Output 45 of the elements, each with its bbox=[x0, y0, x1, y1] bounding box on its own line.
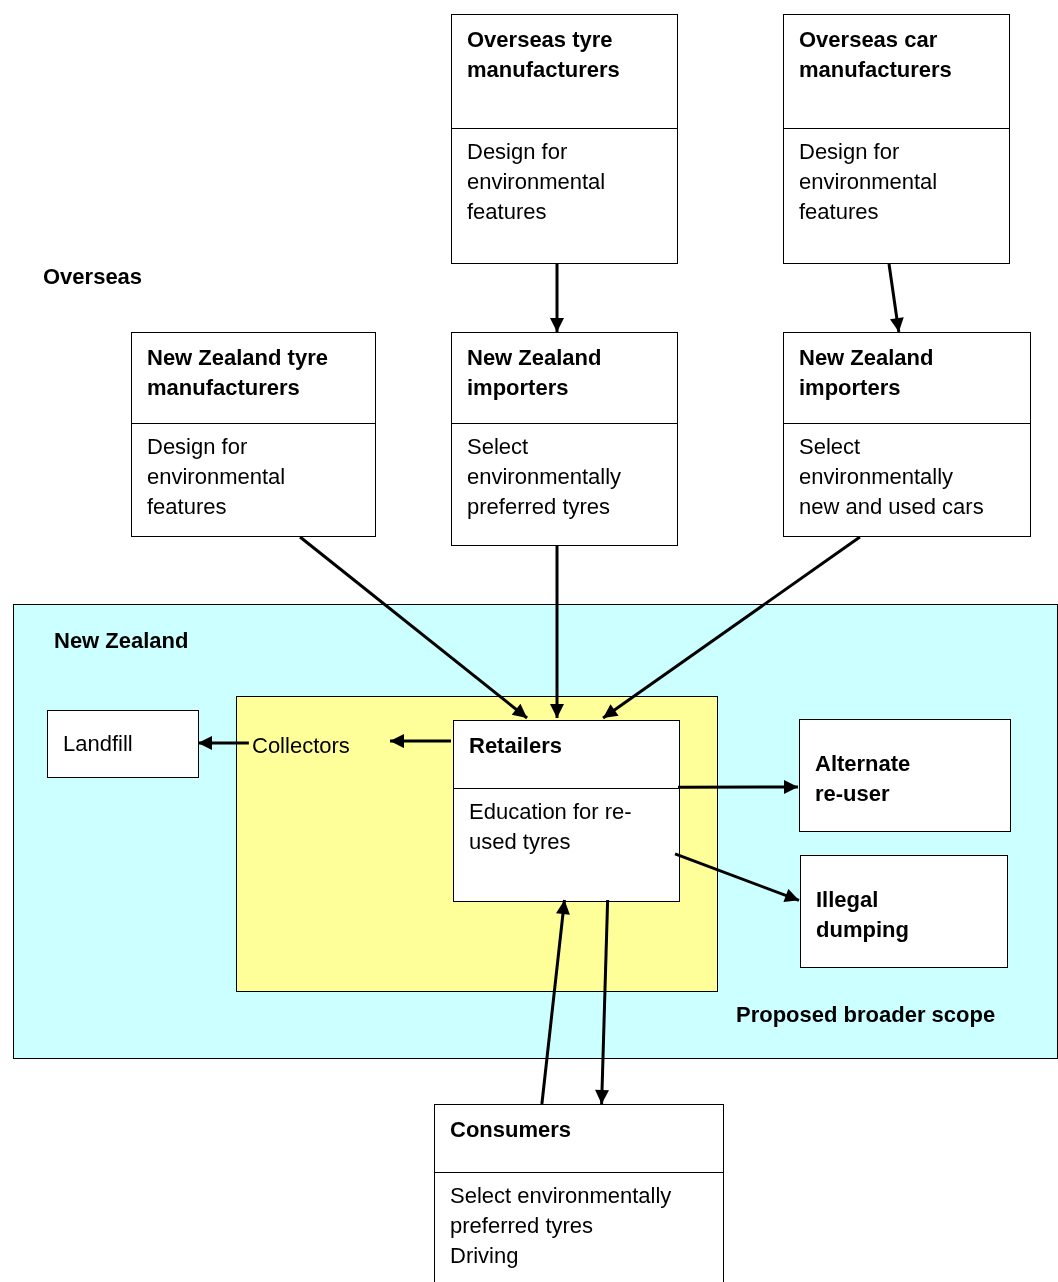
outcome-box bbox=[799, 719, 1011, 832]
region-label: Proposed broader scope bbox=[736, 1001, 996, 1029]
box-description: Select environmentally new and used cars bbox=[798, 433, 985, 521]
outcome-box bbox=[800, 855, 1008, 968]
box-description: Design for environmental features bbox=[798, 138, 939, 226]
box-heading: Overseas tyre manufacturers bbox=[452, 15, 677, 129]
arrow bbox=[595, 899, 610, 1105]
box-text: Landfill bbox=[62, 730, 134, 758]
box-heading: New Zealand importers bbox=[452, 333, 677, 424]
box-text: Alternate re-user bbox=[814, 750, 912, 808]
arrow bbox=[674, 852, 800, 902]
arrow bbox=[678, 779, 798, 794]
box-description: Education for re-used tyres bbox=[468, 798, 633, 856]
box-description: Design for environmental features bbox=[146, 433, 287, 521]
arrow bbox=[390, 734, 451, 749]
process-box bbox=[783, 14, 1010, 264]
arrow bbox=[540, 899, 570, 1105]
box-heading: Consumers bbox=[435, 1105, 723, 1173]
region-label: Overseas bbox=[43, 263, 143, 291]
process-box bbox=[451, 14, 678, 264]
box-description: Design for environmental features bbox=[466, 138, 607, 226]
arrow bbox=[550, 546, 564, 718]
box-heading: Overseas car manufacturers bbox=[784, 15, 1009, 129]
process-box bbox=[434, 1104, 724, 1282]
arrow bbox=[299, 535, 528, 720]
process-box bbox=[47, 710, 199, 778]
scope-region bbox=[13, 604, 1058, 1059]
process-box bbox=[453, 720, 680, 902]
region-label: New Zealand bbox=[54, 627, 189, 655]
box-text: Illegal dumping bbox=[815, 886, 910, 944]
box-description: Driving bbox=[449, 1242, 520, 1270]
box-heading: Retailers bbox=[454, 721, 679, 789]
process-box bbox=[783, 332, 1031, 537]
box-heading: New Zealand importers bbox=[784, 333, 1030, 424]
arrow bbox=[198, 736, 249, 750]
scope-region bbox=[236, 696, 718, 992]
arrow bbox=[550, 264, 564, 332]
box-heading: New Zealand tyre manufacturers bbox=[132, 333, 375, 424]
node-label: Collectors bbox=[252, 728, 392, 764]
process-box bbox=[451, 332, 678, 546]
box-description: Select environmentally preferred tyres bbox=[466, 433, 623, 521]
arrow bbox=[602, 535, 861, 720]
process-box bbox=[131, 332, 376, 537]
box-description: Select environmentally preferred tyres bbox=[449, 1182, 673, 1240]
arrow bbox=[887, 263, 904, 333]
